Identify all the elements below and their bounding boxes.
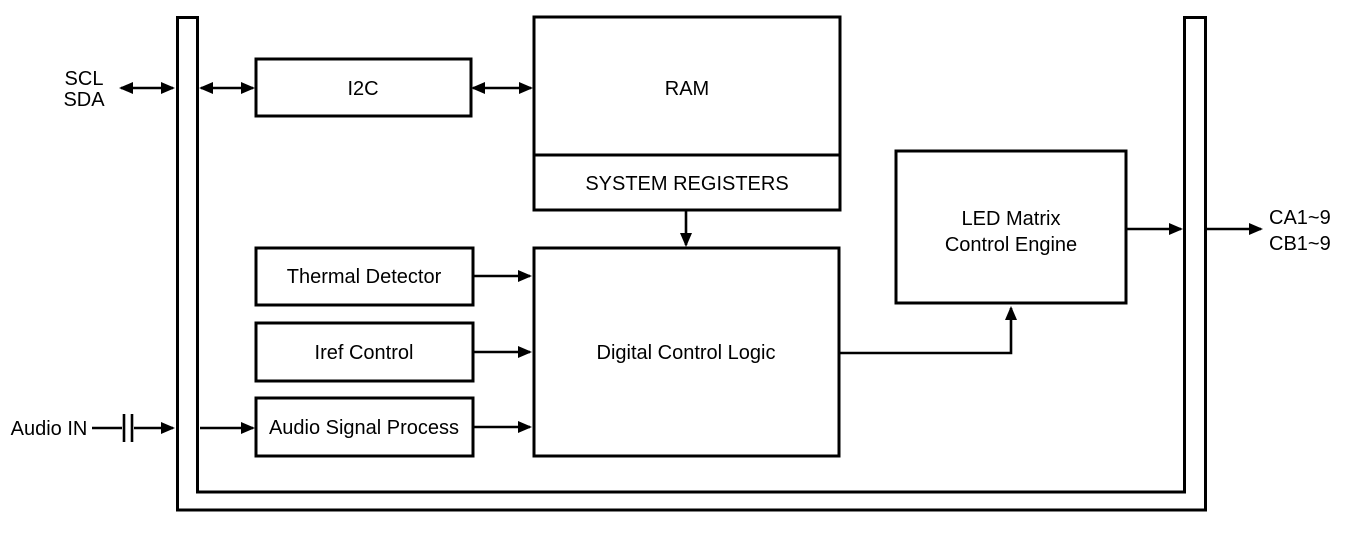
- chip-boundary-inner: [196, 16, 1186, 494]
- led-matrix-control-engine-label-line2: Control Engine: [945, 234, 1077, 256]
- digital-control-logic-box: [532, 246, 841, 458]
- ram-label: RAM: [665, 78, 709, 100]
- cb1-9-pin-label: CB1~9: [1269, 233, 1331, 255]
- chip-boundary-outer: [176, 16, 1207, 512]
- thermal-detector-label: Thermal Detector: [287, 266, 442, 288]
- system-registers-label: SYSTEM REGISTERS: [585, 173, 788, 195]
- digital-control-logic-label: Digital Control Logic: [597, 342, 776, 364]
- audio-in-pin-label: Audio IN: [11, 418, 88, 440]
- i2c-label: I2C: [347, 78, 378, 100]
- led-matrix-control-engine-label-line1: LED Matrix: [962, 208, 1061, 230]
- system-registers-box: [532, 153, 842, 212]
- audio-signal-process-label: Audio Signal Process: [269, 417, 459, 439]
- capacitor-icon: [122, 414, 134, 442]
- iref-control-label: Iref Control: [315, 342, 414, 364]
- scl-pin-label: SCL: [65, 68, 104, 90]
- led-matrix-control-engine-box: [894, 149, 1128, 305]
- iref-control-box: [254, 321, 475, 383]
- dcl-to-led-engine-arrow: [839, 306, 1017, 355]
- i2c-box: [254, 57, 473, 118]
- sda-pin-label: SDA: [63, 89, 105, 111]
- ca1-9-pin-label: CA1~9: [1269, 207, 1331, 229]
